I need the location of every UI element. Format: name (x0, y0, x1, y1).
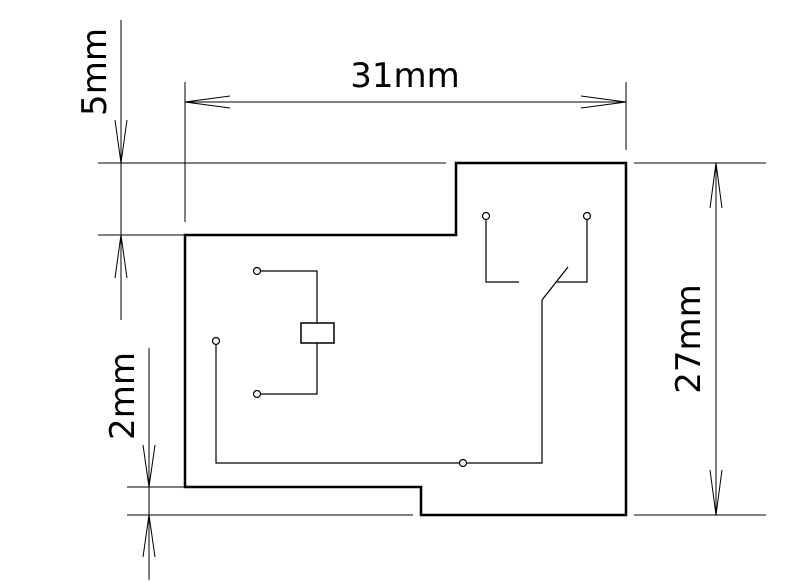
switch-pin-left (211, 336, 221, 346)
coil-pin-top (252, 266, 262, 276)
switch-pin-nc (481, 211, 491, 221)
top-step-dimension: 5mm (75, 20, 446, 320)
relay-outline (183, 161, 628, 517)
width-label: 31mm (350, 56, 460, 96)
switch-pin-no (582, 211, 592, 221)
bottom-step-label: 2mm (103, 352, 143, 440)
relay-switch (211, 211, 592, 468)
common-junction (458, 458, 468, 468)
height-label: 27mm (669, 284, 709, 394)
bottom-step-dimension: 2mm (103, 348, 413, 580)
height-dimension: 27mm (634, 162, 766, 516)
coil-pin-bottom (252, 389, 262, 399)
top-step-label: 5mm (75, 28, 115, 116)
coil-symbol (300, 322, 335, 344)
relay-coil (252, 266, 335, 399)
width-dimension: 31mm (184, 56, 627, 222)
